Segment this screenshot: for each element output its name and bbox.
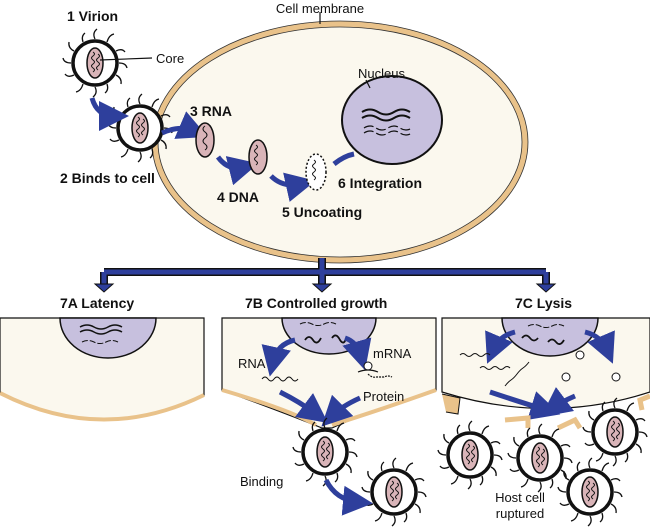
nucleus-label: Nucleus (358, 66, 405, 81)
latency-nucleus (59, 317, 157, 359)
binds-label: 2 Binds to cell (60, 170, 155, 186)
uncoating-label: 5 Uncoating (282, 204, 362, 220)
growth-title: 7B Controlled growth (245, 295, 387, 311)
dna-core (248, 139, 268, 175)
lysis-virion-2 (506, 422, 574, 494)
growth-protein-label: Protein (363, 389, 404, 404)
rna-core (195, 122, 215, 158)
ruptured-label-2: ruptured (496, 506, 544, 521)
latency-title: 7A Latency (60, 295, 134, 311)
ruptured-label-1: Host cell (495, 490, 545, 505)
cell-membrane-label: Cell membrane (276, 1, 364, 16)
virion-label: 1 Virion (67, 8, 118, 24)
dna-label: 4 DNA (217, 189, 259, 205)
integration-label: 6 Integration (338, 175, 422, 191)
growth-mrna-label: mRNA (373, 346, 412, 361)
lysis-virion-3 (581, 396, 649, 468)
lysis-virion-4 (556, 456, 624, 528)
growth-rna-label: RNA (238, 356, 266, 371)
branch-arrows (93, 258, 557, 293)
core-label: Core (156, 51, 184, 66)
lysis-virion-1 (436, 419, 504, 491)
lysis-title: 7C Lysis (515, 295, 572, 311)
growth-virion-released (360, 456, 428, 528)
uncoating-core (305, 153, 327, 191)
binding-label: Binding (240, 474, 283, 489)
virion-1 (61, 27, 129, 99)
rna-label: 3 RNA (190, 103, 232, 119)
